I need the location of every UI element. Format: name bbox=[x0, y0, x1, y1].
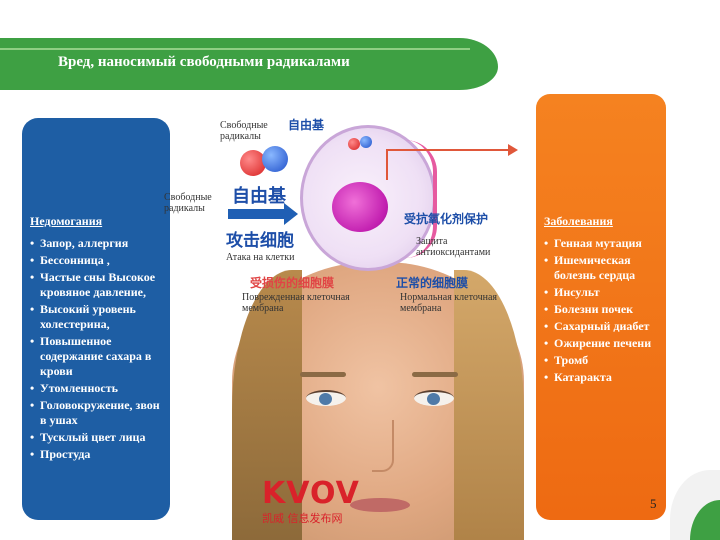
right-eyebrow bbox=[412, 372, 458, 377]
list-item: Бессонница , bbox=[30, 253, 166, 268]
nose bbox=[372, 420, 394, 472]
cn-free-radical-small: 自由基 bbox=[288, 118, 325, 132]
label-damaged-membrane: Поврежденная клеточная мембрана bbox=[242, 292, 350, 314]
page-number: 5 bbox=[650, 496, 657, 511]
title-stripe bbox=[0, 48, 470, 50]
cn-damaged-membrane: 受损伤的细胞膜 bbox=[250, 276, 335, 290]
list-item: Высокий уровень холестерина, bbox=[30, 302, 166, 332]
list-item: Тромб bbox=[544, 353, 664, 368]
label-normal-membrane: Нормальная клеточная мембрана bbox=[400, 292, 497, 314]
diseases-heading: Заболевания bbox=[544, 214, 613, 228]
slide-title: Вред, наносимый свободными радикалами bbox=[58, 54, 350, 70]
cell-nucleus bbox=[332, 182, 388, 232]
connector-vertical bbox=[386, 150, 388, 180]
list-item: Инсульт bbox=[544, 285, 664, 300]
list-item: Ишемическая болезнь сердца bbox=[544, 253, 664, 283]
radical-big-blue bbox=[262, 146, 288, 172]
cn-normal-membrane: 正常的细胞膜 bbox=[396, 276, 469, 290]
list-item: Запор, аллергия bbox=[30, 236, 166, 251]
left-eyebrow bbox=[300, 372, 346, 377]
symptoms-list: Запор, аллергия Бессонница , Частые сны … bbox=[30, 236, 166, 464]
list-item: Частые сны Высокое кровяное давление, bbox=[30, 270, 166, 300]
list-item: Ожирение печени bbox=[544, 336, 664, 351]
mouth bbox=[350, 498, 410, 512]
list-item: Простуда bbox=[30, 447, 166, 462]
connector-arrowhead bbox=[508, 144, 518, 156]
title-banner bbox=[0, 38, 498, 90]
cn-protection: 受抗氧化剂保护 bbox=[404, 212, 489, 226]
list-item: Головокружение, звон в ушах bbox=[30, 398, 166, 428]
list-item: Утомленность bbox=[30, 381, 166, 396]
kvov-logo-subtext: 凯威 信息发布网 bbox=[262, 512, 343, 525]
list-item: Сахарный диабет bbox=[544, 319, 664, 334]
label-attack: Атака на клетки bbox=[226, 252, 295, 263]
list-item: Тусклый цвет лица bbox=[30, 430, 166, 445]
label-free-radicals-left: Свободные радикалы bbox=[164, 192, 212, 214]
list-item: Болезни почек bbox=[544, 302, 664, 317]
list-item: Генная мутация bbox=[544, 236, 664, 251]
cn-free-radical-big: 自由基 bbox=[232, 186, 286, 207]
radical-big-red bbox=[240, 150, 266, 176]
radical-small-red bbox=[348, 138, 360, 150]
right-eye bbox=[414, 390, 454, 406]
left-eye bbox=[306, 390, 346, 406]
attack-arrow bbox=[228, 203, 298, 225]
connector-horizontal bbox=[386, 149, 510, 151]
antioxidant-shield bbox=[405, 140, 437, 258]
list-item: Повышенное содержание сахара в крови bbox=[30, 334, 166, 379]
label-protection: Защита антиоксидантами bbox=[416, 236, 491, 258]
cn-attack-cells: 攻击细胞 bbox=[226, 231, 294, 251]
diseases-list: Генная мутация Ишемическая болезнь сердц… bbox=[544, 236, 664, 387]
symptoms-heading: Недомогания bbox=[30, 214, 103, 228]
kvov-logo: KVOV bbox=[262, 476, 360, 511]
label-free-radicals-top: Свободные радикалы bbox=[220, 120, 268, 142]
list-item: Катаракта bbox=[544, 370, 664, 385]
radical-small-blue bbox=[360, 136, 372, 148]
